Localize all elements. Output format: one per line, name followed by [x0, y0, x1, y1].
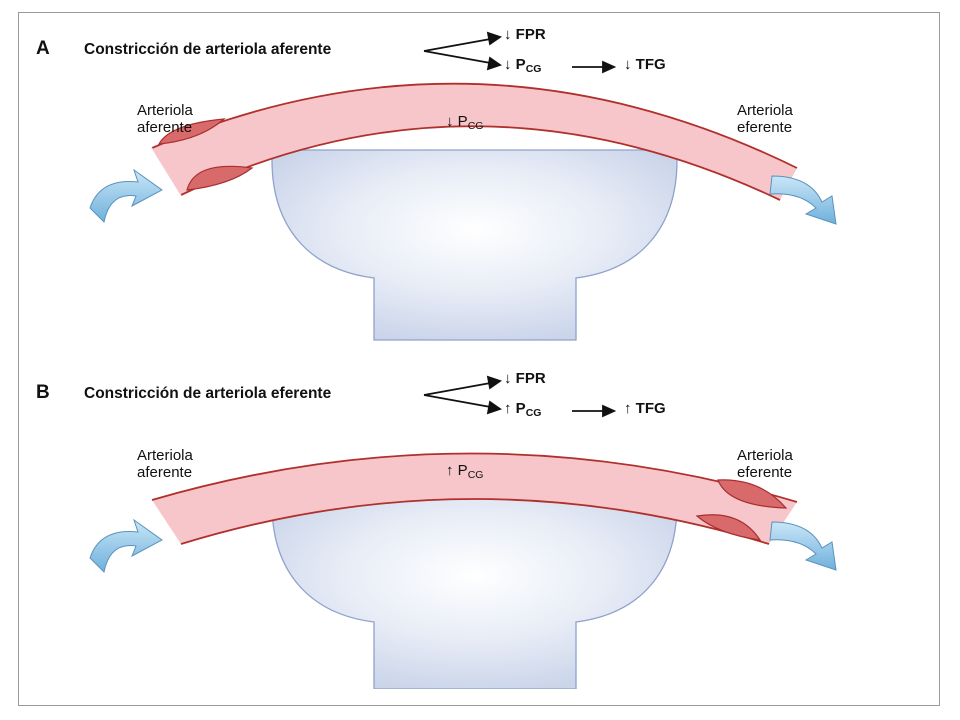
pcg-label: P	[515, 56, 526, 73]
tfg-label: TFG	[635, 56, 666, 73]
down-arrow-icon: ↓	[504, 56, 512, 73]
up-arrow-icon: ↑	[624, 400, 632, 417]
panel-b: B Constricción de arteriola eferente ↓ F…	[0, 344, 960, 689]
panel-heading: Constricción de arteriola aferente	[84, 41, 332, 58]
pcg-subscript: CG	[525, 63, 542, 75]
afferent-label: Arteriola aferente	[137, 102, 193, 136]
glomerulus	[271, 493, 678, 689]
glomerulus	[271, 149, 678, 341]
glomerular-pressure-label: ↓ PCG	[446, 113, 484, 132]
figure-frame	[18, 12, 940, 706]
panel-letter: A	[36, 38, 50, 59]
up-arrow-icon: ↑	[504, 400, 512, 417]
vessel	[152, 83, 797, 200]
panel-b-illustration	[89, 375, 837, 689]
glomerular-pressure-label: ↑ PCG	[446, 462, 484, 481]
afferent-label: Arteriola aferente	[137, 447, 193, 481]
outflow-arrow	[769, 175, 837, 225]
tfg-result: ↓ TFG	[624, 56, 666, 73]
constriction-bottom	[695, 514, 762, 541]
tfg-result: ↑ TFG	[624, 400, 666, 417]
pcg-result: ↑ PCG	[504, 400, 541, 419]
efferent-label: Arteriola eferente	[737, 447, 793, 481]
inflow-arrow	[89, 518, 163, 574]
inflow-arrow	[89, 168, 163, 224]
constriction-top	[717, 479, 788, 509]
up-arrow-icon: ↑	[446, 462, 454, 479]
pcg-subscript: CG	[525, 407, 542, 419]
down-arrow-icon: ↓	[624, 56, 632, 73]
constriction-bottom	[186, 165, 254, 191]
down-arrow-icon: ↓	[446, 113, 454, 130]
outflow-arrow	[769, 521, 837, 571]
panel-a: A Constricción de arteriola aferente ↓ F…	[0, 0, 960, 345]
constriction-top	[157, 118, 226, 145]
tfg-label: TFG	[635, 400, 666, 417]
fpr-result: ↓ FPR	[504, 26, 546, 43]
fpr-result: ↓ FPR	[504, 370, 546, 387]
fpr-label: FPR	[515, 26, 546, 43]
down-arrow-icon: ↓	[504, 370, 512, 387]
panel-a-illustration	[89, 31, 837, 341]
efferent-label: Arteriola eferente	[737, 102, 793, 136]
pcg-label: P	[515, 400, 526, 417]
panel-heading: Constricción de arteriola eferente	[84, 385, 332, 402]
down-arrow-icon: ↓	[504, 26, 512, 43]
panel-letter: B	[36, 382, 50, 403]
pcg-result: ↓ PCG	[504, 56, 541, 75]
fpr-label: FPR	[515, 370, 546, 387]
